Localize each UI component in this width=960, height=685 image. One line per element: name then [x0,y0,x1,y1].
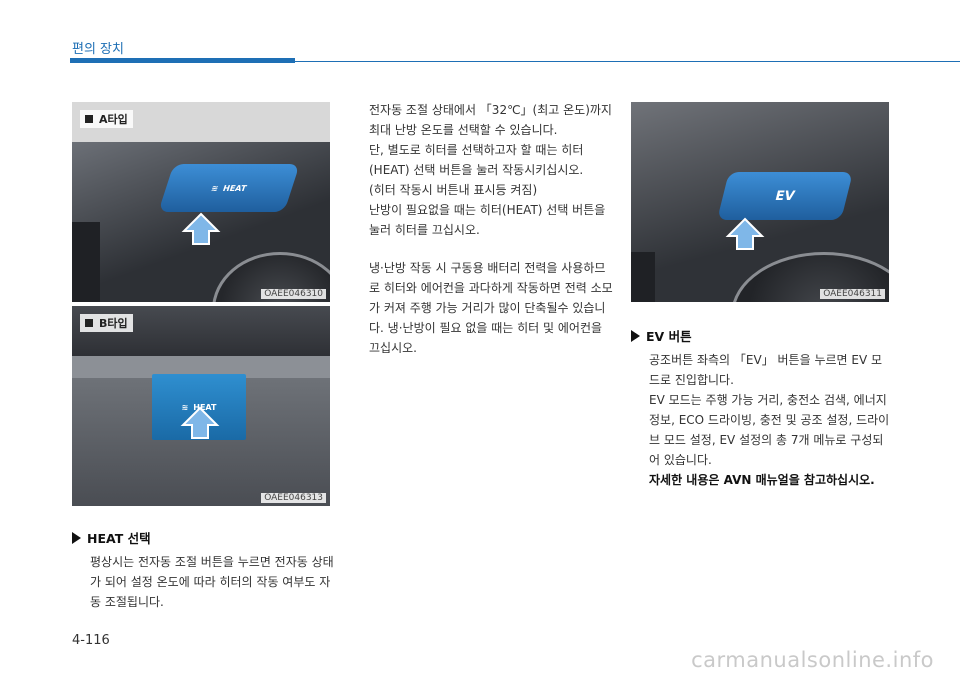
figure-ev-photo: EV OAEE046311 [631,102,889,302]
figure-a-code: OAEE046310 [261,289,326,299]
ev-body: 공조버튼 좌측의 「EV」 버튼을 누르면 EV 모드로 진입합니다. EV 모… [649,350,891,490]
ev-p2: EV 모드는 주행 가능 거리, 충전소 검색, 에너지정보, ECO 드라이빙… [649,393,890,467]
ev-p3: 자세한 내용은 AVN 매뉴얼을 참고하십시오. [649,473,875,487]
figure-b-label: B타입 [80,314,133,332]
arrow-icon [180,406,220,439]
heat-body: 평상시는 전자동 조절 버튼을 누르면 전자동 상태가 되어 설정 온도에 따라… [90,555,334,609]
figure-a-label: A타입 [80,110,133,128]
figure-b-photo: ≋ HEAT B타입 OAEE046313 [72,306,330,506]
middle-p2: 단, 별도로 히터를 선택하고자 할 때는 히터(HEAT) 선택 버튼을 눌러… [369,143,584,177]
square-bullet-icon [85,319,93,327]
figure-ev-code: OAEE046311 [820,289,885,299]
middle-p1: 전자동 조절 상태에서 「32℃」(최고 온도)까지 최대 난방 온도를 선택할… [369,103,612,137]
square-bullet-icon [85,115,93,123]
triangle-bullet-icon [72,531,81,544]
figure-b-code: OAEE046313 [261,493,326,503]
middle-p4: 난방이 필요없을 때는 히터(HEAT) 선택 버튼을 눌러 히터를 끄십시오. [369,203,606,237]
header-rule-thick [70,58,295,63]
middle-column: 전자동 조절 상태에서 「32℃」(최고 온도)까지 최대 난방 온도를 선택할… [369,100,613,358]
watermark: carmanualsonline.info [691,648,934,672]
heater-icon: ≋ [181,402,189,412]
arrow-icon [725,217,765,250]
ev-p1: 공조버튼 좌측의 「EV」 버튼을 누르면 EV 모드로 진입합니다. [649,353,883,387]
ev-heading: EV 버튼 [631,326,692,345]
header-rule-thin [295,61,960,62]
middle-p5: 냉·난방 작동 시 구동용 배터리 전력을 사용하므로 히터와 에어컨을 과다하… [369,261,613,355]
figure-a-photo: ≋ HEAT A타입 OAEE046310 [72,102,330,302]
triangle-bullet-icon [631,329,640,342]
section-title: 편의 장치 [72,42,124,57]
middle-p3: (히터 작동시 버튼내 표시등 켜짐) [369,183,538,197]
heat-heading: HEAT 선택 [72,528,151,547]
arrow-icon [181,212,221,245]
page-number: 4-116 [72,633,110,648]
